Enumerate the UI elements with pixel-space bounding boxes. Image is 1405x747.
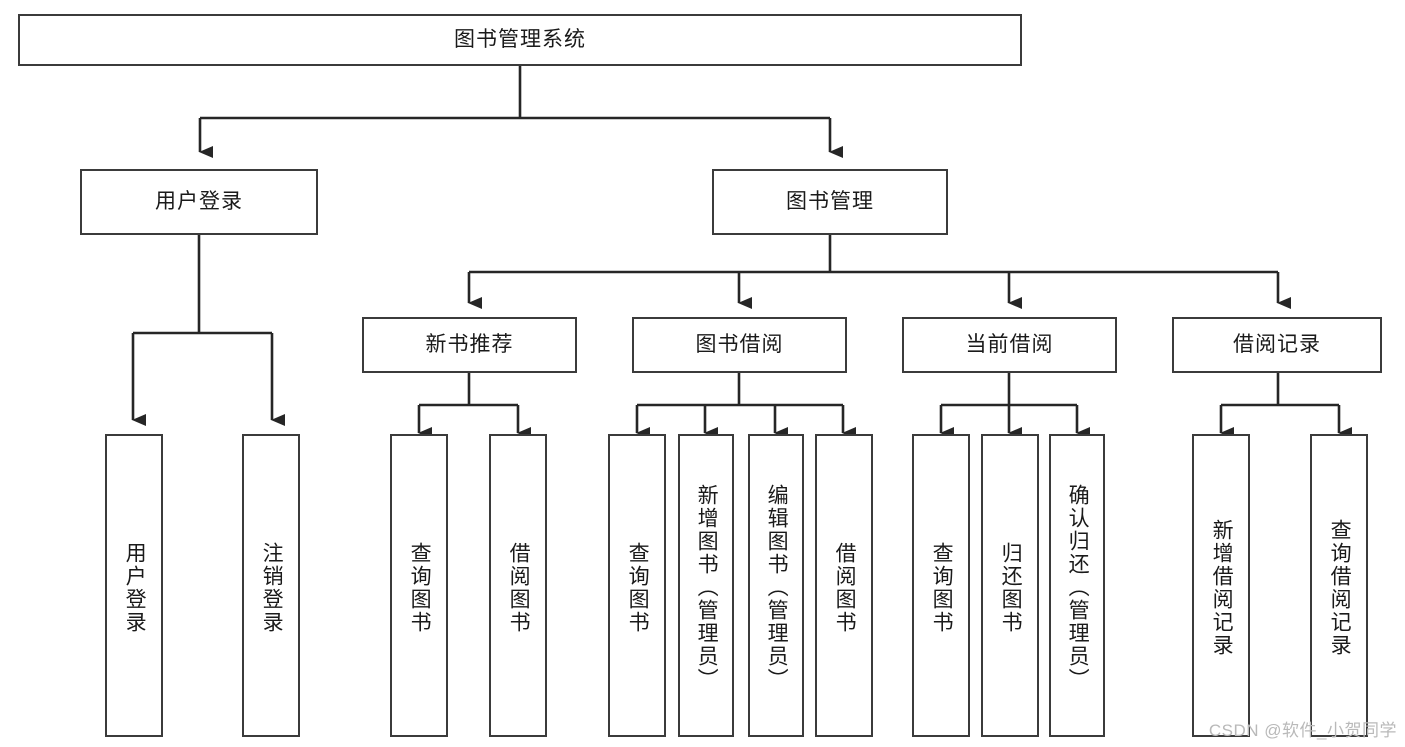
leaf-user-login-signout-label: 注销登录: [260, 541, 284, 634]
leaf-current-borrow-query[interactable]: 查询图书: [912, 434, 970, 737]
leaf-new-book-borrow[interactable]: 借阅图书: [489, 434, 547, 737]
node-book-management[interactable]: 图书管理: [712, 169, 948, 235]
node-user-login[interactable]: 用户登录: [80, 169, 318, 235]
csdn-watermark: CSDN @软件_小贺同学: [1208, 721, 1397, 740]
node-borrow-record-label: 借阅记录: [1233, 333, 1321, 357]
node-borrow-record[interactable]: 借阅记录: [1172, 317, 1382, 373]
node-new-book-recommend[interactable]: 新书推荐: [362, 317, 577, 373]
leaf-new-book-query[interactable]: 查询图书: [390, 434, 448, 737]
leaf-book-borrow-lend[interactable]: 借阅图书: [815, 434, 873, 737]
leaf-borrow-record-query[interactable]: 查询借阅记录: [1310, 434, 1368, 737]
node-current-borrow-label: 当前借阅: [965, 333, 1054, 357]
leaf-book-borrow-query[interactable]: 查询图书: [608, 434, 666, 737]
leaf-borrow-record-add[interactable]: 新增借阅记录: [1192, 434, 1250, 737]
node-book-borrow[interactable]: 图书借阅: [632, 317, 847, 373]
leaf-borrow-record-query-label: 查询借阅记录: [1328, 518, 1352, 657]
leaf-borrow-record-add-label: 新增借阅记录: [1210, 518, 1234, 657]
node-root[interactable]: 图书管理系统: [18, 14, 1022, 66]
leaf-user-login-signin-label: 用户登录: [123, 541, 147, 634]
leaf-current-borrow-query-label: 查询图书: [930, 541, 954, 634]
leaf-current-borrow-return-label: 归还图书: [999, 541, 1023, 634]
node-book-borrow-label: 图书借阅: [695, 333, 784, 357]
leaf-user-login-signin[interactable]: 用户登录: [105, 434, 163, 737]
leaf-new-book-query-label: 查询图书: [408, 541, 432, 634]
leaf-current-borrow-confirm[interactable]: 确认归还（管理员）: [1049, 434, 1105, 737]
leaf-book-borrow-add[interactable]: 新增图书（管理员）: [678, 434, 734, 737]
node-user-login-label: 用户登录: [155, 190, 243, 214]
node-book-management-label: 图书管理: [786, 190, 874, 214]
leaf-book-borrow-edit-label: 编辑图书（管理员）: [765, 484, 789, 691]
leaf-book-borrow-edit[interactable]: 编辑图书（管理员）: [748, 434, 804, 737]
node-current-borrow[interactable]: 当前借阅: [902, 317, 1117, 373]
leaf-current-borrow-confirm-label: 确认归还（管理员）: [1066, 484, 1090, 691]
leaf-book-borrow-add-label: 新增图书（管理员）: [695, 484, 719, 691]
leaf-current-borrow-return[interactable]: 归还图书: [981, 434, 1039, 737]
leaf-book-borrow-query-label: 查询图书: [626, 541, 650, 634]
node-root-label: 图书管理系统: [454, 28, 586, 52]
leaf-new-book-borrow-label: 借阅图书: [507, 541, 531, 634]
node-new-book-recommend-label: 新书推荐: [425, 333, 514, 357]
leaf-book-borrow-lend-label: 借阅图书: [833, 541, 857, 634]
leaf-user-login-signout[interactable]: 注销登录: [242, 434, 300, 737]
